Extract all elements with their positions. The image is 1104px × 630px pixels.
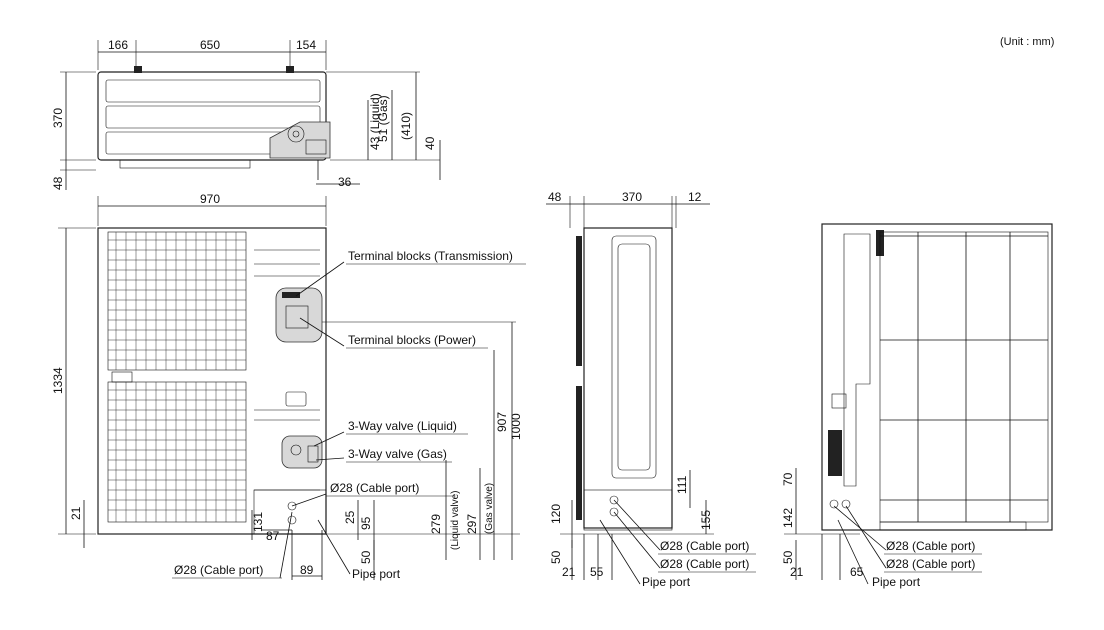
dim-154: 154: [296, 38, 316, 52]
dim-36: 36: [338, 175, 352, 189]
top-view: 166 650 154 370 48 43 (Liquid) 51 (Gas): [51, 38, 441, 190]
dim-50-front: 50: [359, 550, 373, 564]
dim-970: 970: [200, 192, 220, 206]
dim-1334: 1334: [51, 367, 65, 394]
dim-50-side: 50: [549, 550, 563, 564]
dim-gas-valve: (Gas valve): [484, 483, 495, 534]
label-terminal-power: Terminal blocks (Power): [348, 333, 476, 347]
dim-89: 89: [300, 563, 314, 577]
label-cable-port-rear-2: Ø28 (Cable port): [886, 557, 975, 571]
label-valve-gas: 3-Way valve (Gas): [348, 447, 447, 461]
dim-410: (410): [399, 112, 413, 140]
dim-155: 155: [699, 510, 713, 530]
dim-70-rear: 70: [781, 472, 795, 486]
unit-note: (Unit : mm): [1000, 36, 1055, 48]
label-pipe-port-front: Pipe port: [352, 567, 401, 581]
label-cable-port-front-top: Ø28 (Cable port): [330, 481, 419, 495]
dim-279: 279: [429, 514, 443, 534]
dim-142-rear: 142: [781, 508, 795, 528]
dim-95: 95: [359, 516, 373, 530]
label-cable-port-rear-1: Ø28 (Cable port): [886, 539, 975, 553]
dim-297: 297: [465, 514, 479, 534]
label-cable-port-side-2: Ø28 (Cable port): [660, 557, 749, 571]
dim-21-rear: 21: [790, 565, 804, 579]
front-view: 970 1334 21: [51, 192, 526, 581]
dim-21-front: 21: [69, 506, 83, 520]
dim-gas-label: 51 (Gas): [376, 95, 390, 142]
dim-liquid-valve: (Liquid valve): [450, 491, 461, 550]
dim-650: 650: [200, 38, 220, 52]
label-cable-port-front-bottom: Ø28 (Cable port): [174, 563, 263, 577]
rear-view: 70 142 50 21 65 Ø28 (Cable port) Ø28 (Ca…: [781, 223, 1053, 589]
label-pipe-port-side: Pipe port: [642, 575, 691, 589]
dim-48-side: 48: [548, 190, 562, 204]
dim-131: 131: [251, 512, 265, 532]
label-terminal-transmission: Terminal blocks (Transmission): [348, 249, 513, 263]
dim-liquid: 43 (Liquid): [368, 93, 382, 150]
dim-25: 25: [343, 510, 357, 524]
fan-grille-upper: [107, 231, 247, 371]
dim-87: 87: [266, 529, 280, 543]
dim-12-side: 12: [688, 190, 702, 204]
dim-120-side: 120: [549, 504, 563, 524]
dim-370: 370: [51, 108, 65, 128]
dim-48: 48: [51, 176, 65, 190]
dim-65-rear: 65: [850, 565, 864, 579]
dim-50-rear: 50: [781, 550, 795, 564]
dim-55-side: 55: [590, 565, 604, 579]
side-view: 48 370 12 120 50 21 55 111 155 Ø28 (Cabl…: [546, 190, 756, 589]
fan-grille-lower: [107, 381, 247, 523]
label-pipe-port-rear: Pipe port: [872, 575, 921, 589]
dim-1000: 1000: [509, 413, 523, 440]
dim-907: 907: [495, 412, 509, 432]
label-cable-port-side-1: Ø28 (Cable port): [660, 539, 749, 553]
dim-111: 111: [675, 475, 689, 494]
dim-370-side: 370: [622, 190, 642, 204]
label-valve-liquid: 3-Way valve (Liquid): [348, 419, 457, 433]
dim-21-side: 21: [562, 565, 576, 579]
dim-40: 40: [423, 136, 437, 150]
dim-166: 166: [108, 38, 128, 52]
